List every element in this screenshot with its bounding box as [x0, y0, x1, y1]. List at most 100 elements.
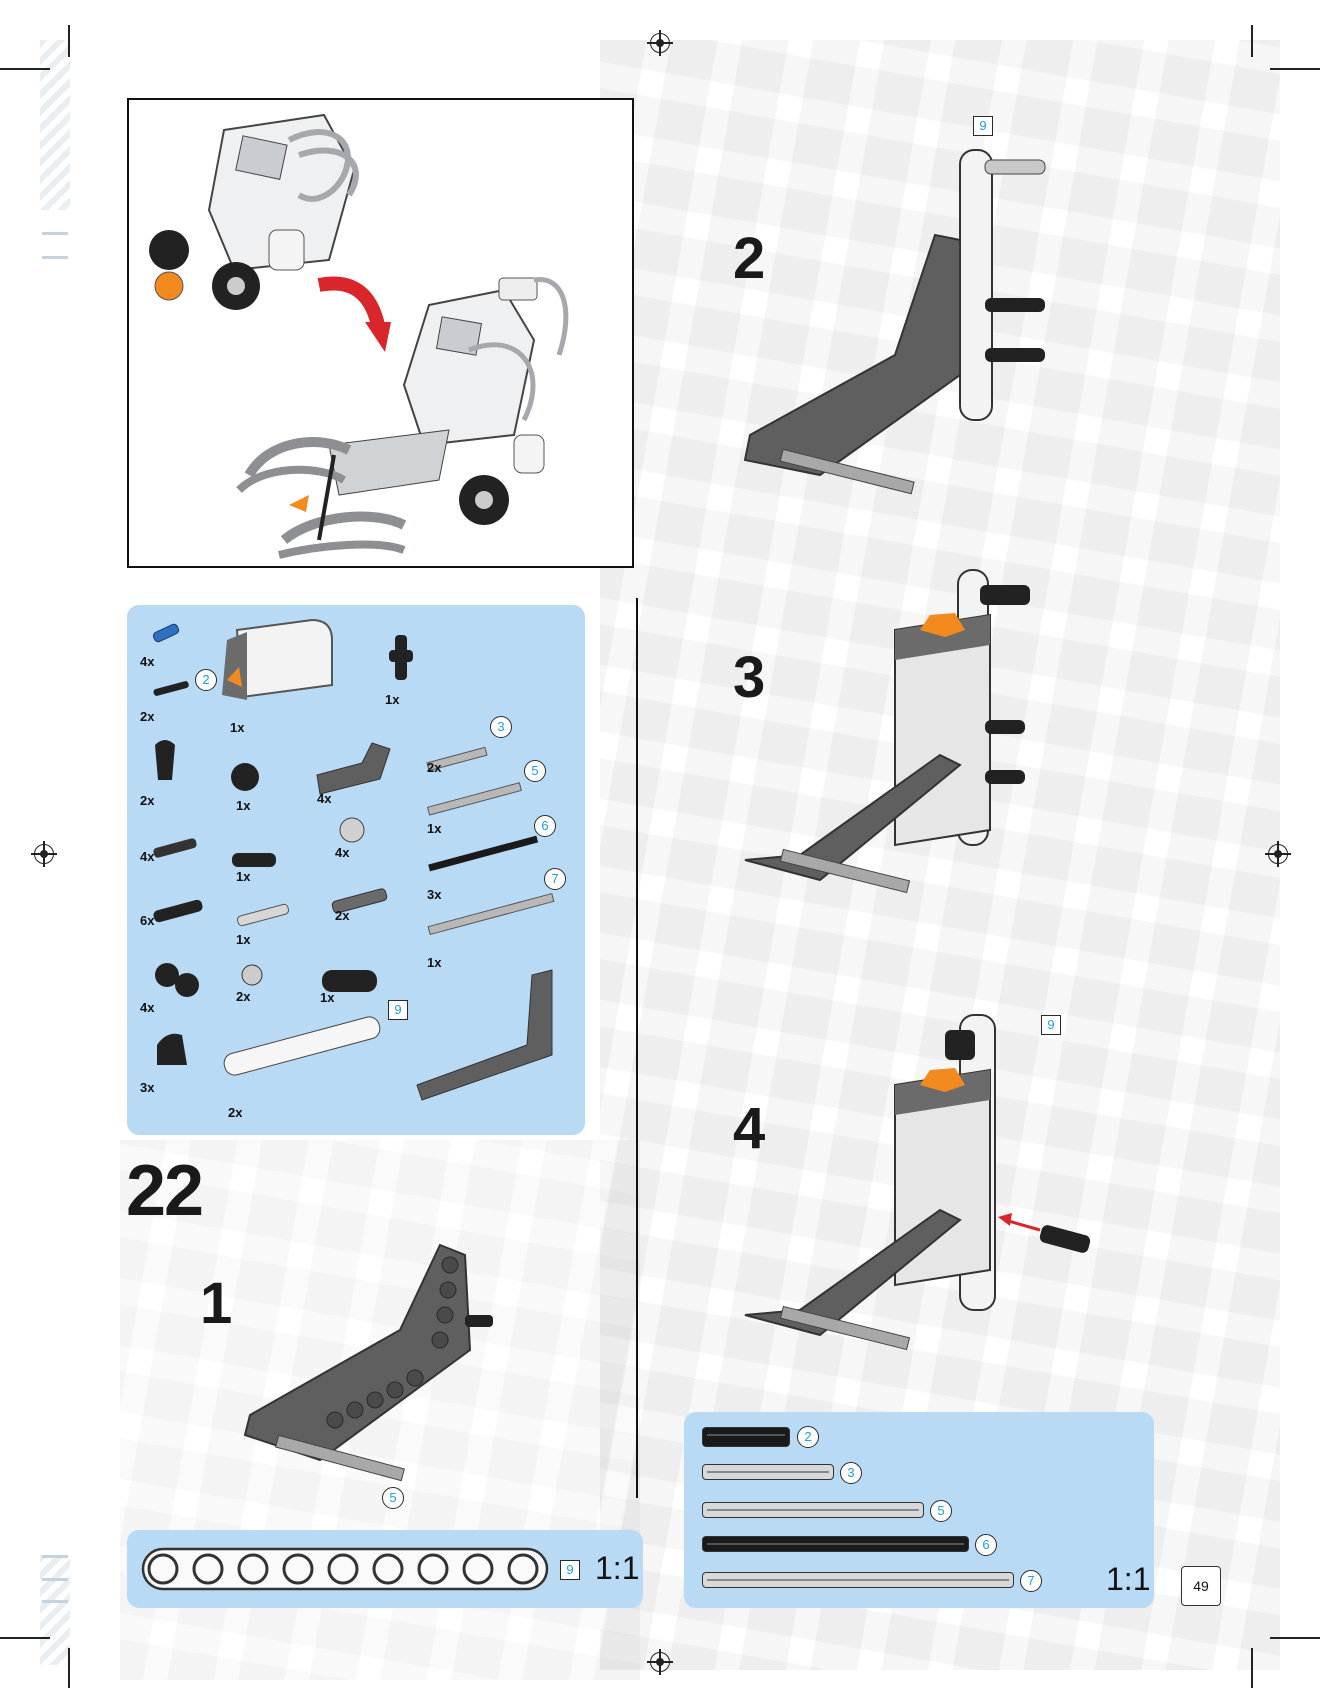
crop-mark — [0, 68, 50, 70]
length-mark-6: 6 — [534, 815, 556, 837]
bushing-part — [340, 818, 364, 842]
edge-mark — [42, 1555, 68, 1558]
crop-mark — [1251, 25, 1253, 57]
axle-7-part — [428, 894, 554, 935]
axle-pin-part — [153, 680, 190, 696]
axle-6-part — [428, 836, 538, 872]
part-qty: 1x — [236, 798, 250, 813]
edge-mark — [42, 256, 68, 259]
registration-mark-icon — [650, 1652, 670, 1672]
part-qty: 1x — [427, 821, 441, 836]
part-qty: 2x — [140, 793, 154, 808]
part-qty: 2x — [228, 1105, 242, 1120]
axle-pin-gray-part — [237, 903, 290, 926]
angled-beam-part — [317, 743, 390, 794]
friction-pin-part — [152, 899, 203, 924]
part-qty: 3x — [427, 887, 441, 902]
part-qty: 4x — [317, 791, 331, 806]
pin-part — [985, 348, 1045, 362]
axle-3-scale — [702, 1464, 834, 1480]
bush-part — [242, 965, 262, 985]
edge-mark — [42, 1578, 68, 1581]
scale-ruler-right: 2 3 5 6 7 1:1 — [684, 1412, 1154, 1608]
pin-2-scale — [702, 1427, 790, 1447]
part-qty: 2x — [335, 908, 349, 923]
registration-mark-icon — [650, 33, 670, 53]
crop-mark — [1251, 1648, 1253, 1688]
ruler-right-mark-6: 6 — [975, 1534, 997, 1556]
ruler-right-mark-2: 2 — [797, 1426, 819, 1448]
part-qty: 1x — [320, 990, 334, 1005]
part-qty: 4x — [140, 849, 154, 864]
part-qty: 2x — [427, 760, 441, 775]
axle-6-scale — [702, 1536, 969, 1552]
scale-ruler-left: 9 1:1 — [127, 1530, 643, 1608]
part-qty: 4x — [335, 845, 349, 860]
bent-beam-part — [417, 970, 552, 1100]
ruler-right-mark-7: 7 — [1020, 1570, 1042, 1592]
gear-part — [231, 763, 259, 791]
axle-5-scale — [702, 1502, 924, 1518]
crop-mark — [1270, 1637, 1320, 1639]
axle-7-scale — [702, 1572, 1014, 1588]
part-qty: 1x — [236, 869, 250, 884]
registration-mark-icon — [1268, 844, 1288, 864]
crop-mark — [68, 1648, 70, 1688]
perpendicular-connector-part — [157, 1034, 187, 1065]
white-beam-part — [960, 150, 992, 420]
ruler-right-mark-3: 3 — [840, 1462, 862, 1484]
part-qty: 1x — [230, 720, 244, 735]
edge-mark — [42, 1600, 68, 1603]
crop-mark — [0, 1637, 50, 1639]
part-qty: 1x — [236, 932, 250, 947]
part-qty: 3x — [140, 1080, 154, 1095]
beam-9-part — [222, 1015, 382, 1078]
length-mark-5: 5 — [524, 760, 546, 782]
length-mark-7: 7 — [544, 868, 566, 890]
step4-length-mark: 9 — [1041, 1015, 1061, 1035]
length-mark-2: 2 — [195, 669, 217, 691]
ruler-right-scale: 1:1 — [1106, 1561, 1150, 1598]
edge-strip — [40, 40, 70, 210]
pin-part — [1039, 1224, 1092, 1254]
blue-pin-part — [152, 623, 180, 643]
length-mark-3: 3 — [490, 716, 512, 738]
sub-step-1: 1 — [200, 1270, 232, 1337]
ruler-left-mark: 9 — [560, 1560, 580, 1580]
parts-list-panel: 4x 2x 1x 1x 2x 1x 4x 2x 4x 1x 4x 1x 6x 1… — [127, 605, 585, 1135]
step1-length-mark: 5 — [382, 1487, 404, 1509]
step1-assembly-illustration — [240, 1230, 520, 1510]
length-mark-9: 9 — [388, 1000, 408, 1020]
edge-mark — [42, 232, 68, 235]
part-qty: 1x — [385, 692, 399, 707]
ruler-right-mark-5: 5 — [930, 1500, 952, 1522]
servo-motor-part — [222, 620, 332, 700]
step2-length-mark: 9 — [973, 116, 993, 136]
part-qty: 4x — [140, 1000, 154, 1015]
column-divider — [636, 598, 638, 1498]
angle-connector-part — [155, 740, 175, 780]
robot-after-illustration — [239, 278, 566, 555]
main-step-number: 22 — [126, 1150, 202, 1232]
edge-strip — [40, 1555, 70, 1665]
robot-transformation-illustration — [129, 100, 636, 570]
part-qty: 2x — [236, 989, 250, 1004]
registration-mark-icon — [34, 844, 54, 864]
axle-5-part — [428, 783, 522, 815]
step3-assembly-illustration — [740, 565, 1070, 925]
model-preview-frame — [127, 98, 634, 568]
pin-part — [465, 1315, 493, 1327]
crop-mark — [68, 25, 70, 57]
part-qty: 6x — [140, 913, 154, 928]
step2-assembly-illustration — [740, 130, 1070, 500]
ruler-left-scale: 1:1 — [595, 1550, 639, 1587]
double-pin-part — [232, 853, 276, 867]
beam-3-part — [322, 970, 377, 992]
crop-mark — [1270, 68, 1320, 70]
axle-pin-part — [985, 160, 1045, 174]
part-qty: 4x — [140, 654, 154, 669]
pin-part — [985, 298, 1045, 312]
part-qty: 2x — [140, 709, 154, 724]
page-number: 49 — [1181, 1566, 1221, 1606]
step4-assembly-illustration — [740, 1010, 1140, 1390]
